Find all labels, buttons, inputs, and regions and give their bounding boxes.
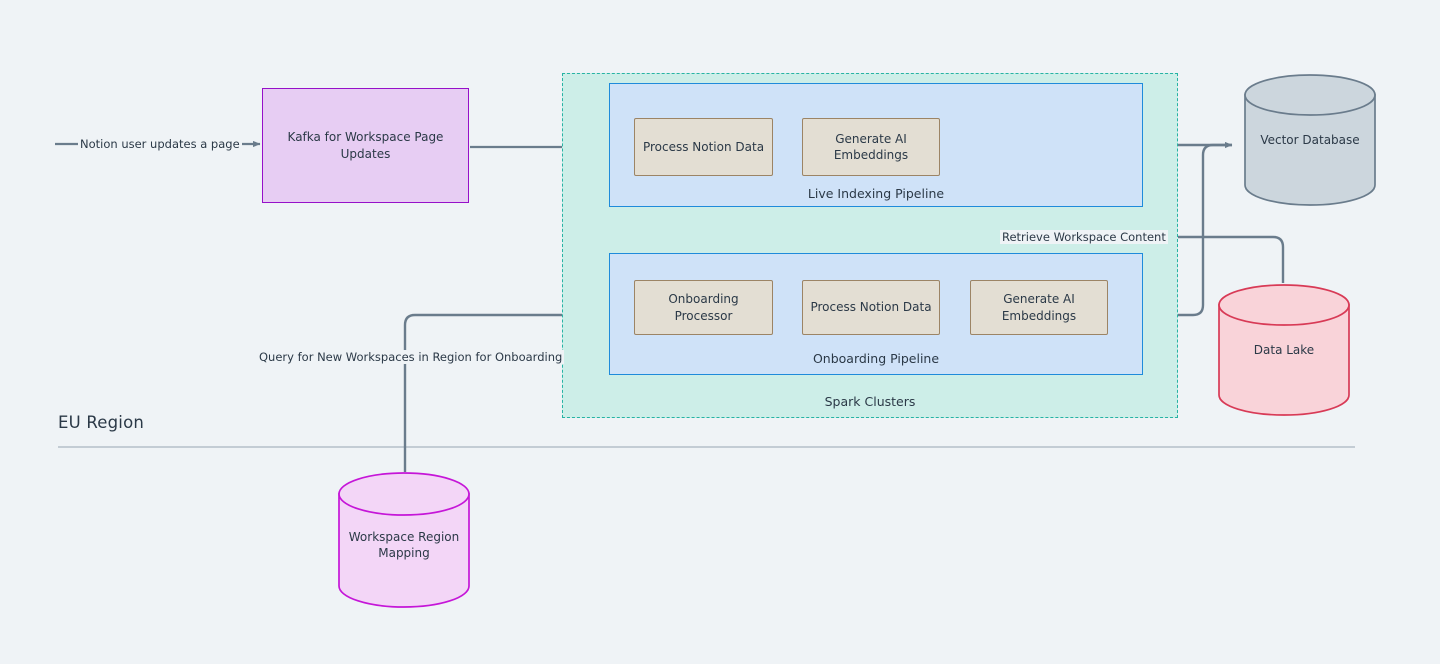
edge-query-new-workspaces <box>403 311 633 472</box>
process-box-onboarding-generate-ai-embeddings[interactable] <box>970 280 1108 335</box>
process-box-live-generate-ai-embeddings[interactable] <box>802 118 940 176</box>
edge-label-query-new-workspaces: Query for New Workspaces in Region for O… <box>257 350 565 364</box>
cylinder-shape-data-lake <box>1218 284 1350 416</box>
edge-label-retrieve-workspace-content: Retrieve Workspace Content <box>1000 230 1168 244</box>
node-workspace-region-mapping[interactable] <box>337 472 471 610</box>
node-kafka-workspace-page-updates[interactable] <box>262 88 469 203</box>
process-box-onboarding-process-notion-data[interactable] <box>802 280 940 335</box>
edge-onboarding-pipeline-to-vector-db <box>1152 143 1232 317</box>
node-vector-database[interactable] <box>1243 73 1377 207</box>
process-box-onboarding-processor[interactable] <box>634 280 773 335</box>
process-box-live-process-notion-data[interactable] <box>634 118 773 176</box>
cylinder-shape-workspace-region-mapping <box>338 472 470 608</box>
edge-label-user-update: Notion user updates a page <box>78 137 242 151</box>
cylinder-shape-vector-database <box>1244 74 1376 206</box>
node-data-lake[interactable] <box>1217 283 1351 417</box>
region-title-eu: EU Region <box>58 413 145 432</box>
